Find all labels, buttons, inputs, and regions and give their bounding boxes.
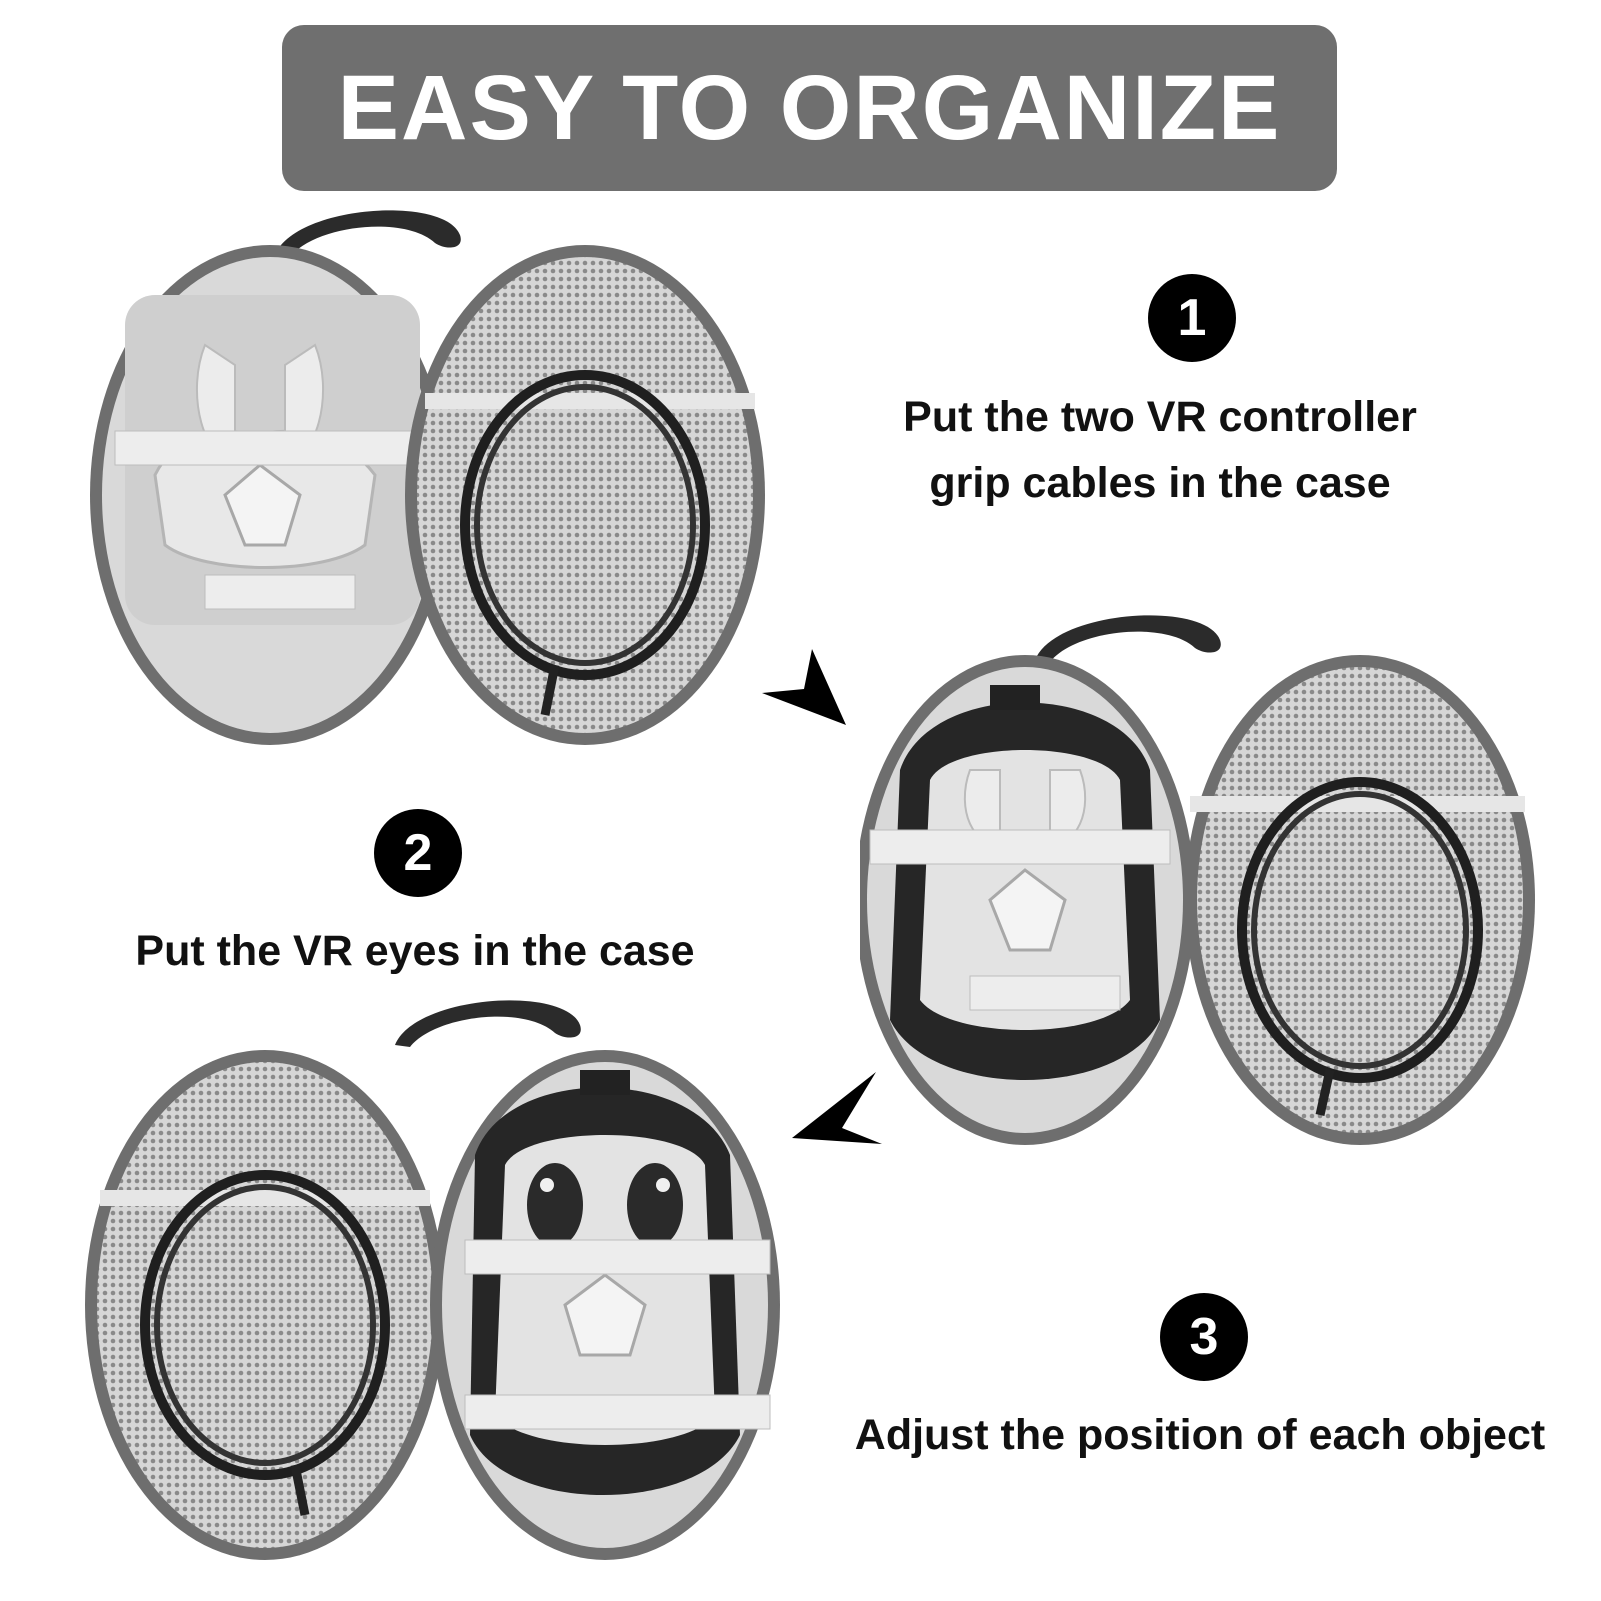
step-2-line-1: Put the VR eyes in the case xyxy=(135,927,695,975)
step-2-badge: 2 xyxy=(374,809,462,897)
step-3-line-1: Adjust the position of each object xyxy=(854,1411,1546,1459)
step-1-text: Put the two VR controller grip cables in… xyxy=(880,384,1440,516)
step-1-badge: 1 xyxy=(1148,274,1236,362)
page-title: EASY TO ORGANIZE xyxy=(337,56,1282,159)
arrow-right-down-icon xyxy=(762,649,846,725)
arrow-left-down-icon xyxy=(792,1072,882,1144)
step-1-line-1: Put the two VR controller xyxy=(903,393,1417,441)
step-1-line-2: grip cables in the case xyxy=(929,459,1391,507)
step-3-badge: 3 xyxy=(1160,1293,1248,1381)
step-3-text: Adjust the position of each object xyxy=(820,1402,1580,1468)
open-case-with-controller-mount-and-cables-photo xyxy=(90,210,765,745)
step-2-text: Put the VR eyes in the case xyxy=(100,918,730,984)
open-case-with-headset-and-cables-photo xyxy=(860,615,1535,1145)
open-case-with-cables-and-headset-adjusted-photo xyxy=(85,1000,780,1560)
title-banner: EASY TO ORGANIZE xyxy=(282,25,1337,191)
